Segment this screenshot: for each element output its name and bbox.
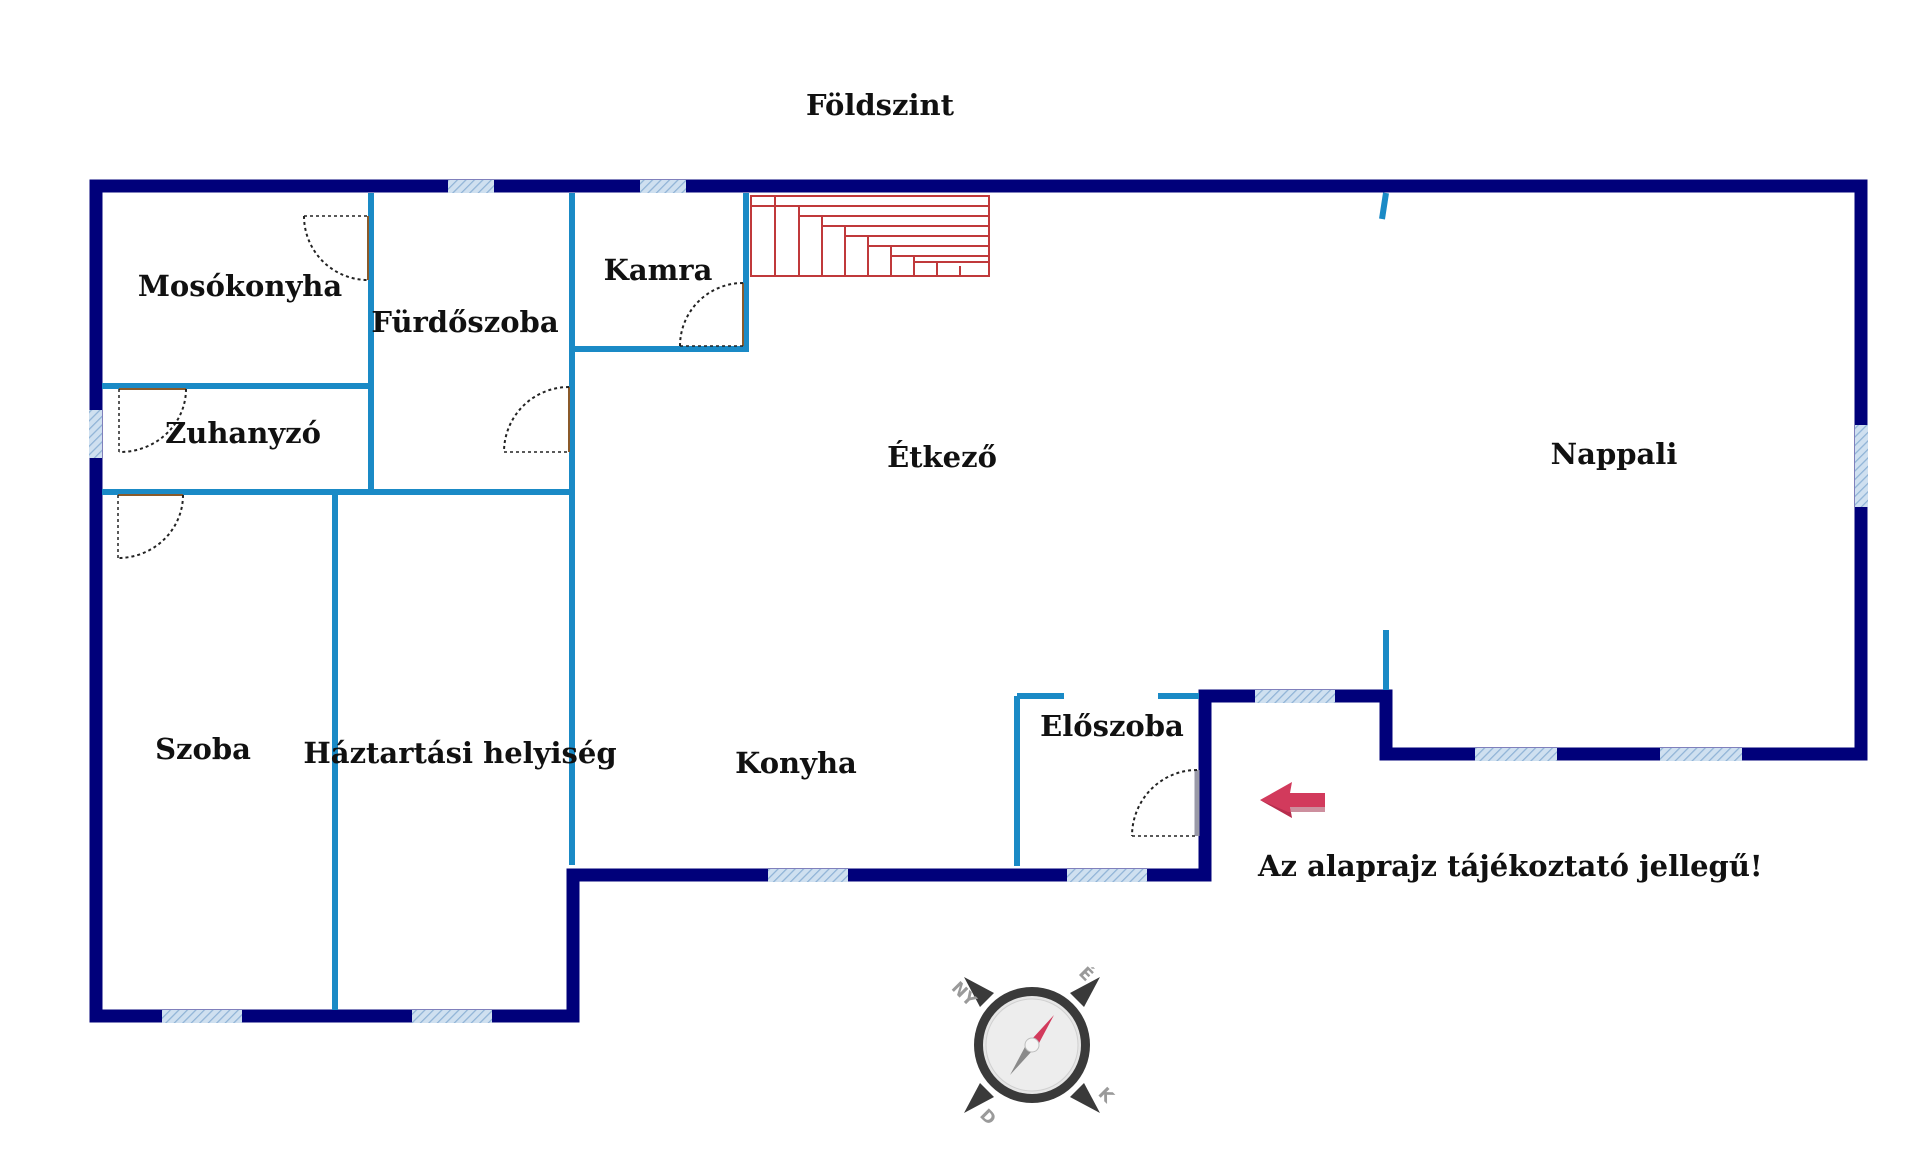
door-eloszoba: [1131, 769, 1200, 837]
room-label-mosokonyha: Mosókonyha: [138, 269, 343, 303]
outer-walls: [89, 179, 1868, 1023]
door-szoba: [117, 494, 184, 559]
door-zuhanyzo: [118, 388, 187, 454]
room-label-kamra: Kamra: [604, 253, 713, 287]
door-mosokonyha: [303, 215, 369, 281]
room-label-szoba: Szoba: [155, 732, 251, 766]
room-label-eloszoba: Előszoba: [1040, 709, 1184, 743]
inner-walls: [102, 192, 1389, 1010]
compass: É NY K D: [947, 962, 1118, 1130]
disclaimer-note: Az alaprajz tájékoztató jellegű!: [1257, 849, 1763, 883]
compass-west: NY: [947, 978, 980, 1011]
compass-body: [964, 977, 1100, 1113]
room-label-konyha: Konyha: [735, 746, 857, 780]
compass-east: K: [1094, 1084, 1118, 1108]
room-label-nappali: Nappali: [1551, 437, 1678, 471]
compass-south: D: [975, 1105, 999, 1129]
floor-title: Földszint: [806, 88, 955, 122]
doors: [117, 215, 1200, 837]
stairs: [750, 195, 990, 277]
room-label-haztartasi: Háztartási helyiség: [303, 736, 616, 770]
door-kamra: [679, 282, 744, 347]
entrance-arrow: [1260, 782, 1325, 818]
door-furdoszoba: [503, 386, 570, 453]
room-label-zuhanyzo: Zuhanyzó: [165, 416, 321, 450]
room-label-furdoszoba: Fürdőszoba: [371, 305, 558, 339]
room-label-etkezo: Étkező: [887, 439, 997, 474]
room-labels: Mosókonyha Fürdőszoba Kamra Zuhanyzó Étk…: [138, 253, 1678, 780]
windows: [89, 180, 1868, 1023]
